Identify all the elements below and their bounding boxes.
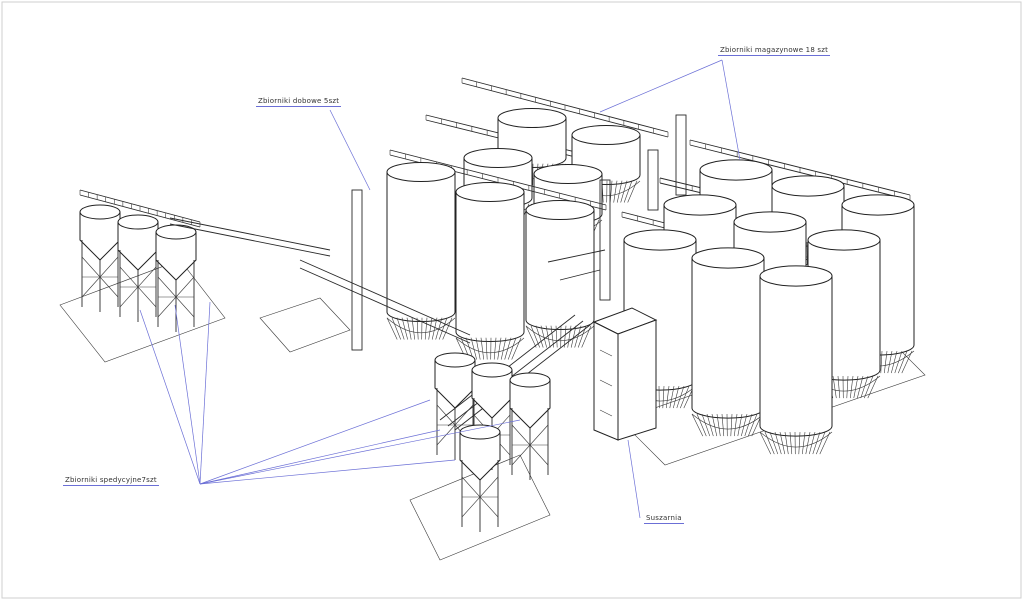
bucket-elevators: [351, 114, 687, 351]
label-dryer: Suszarnia: [644, 514, 684, 524]
storage-silo: [386, 161, 456, 340]
dispatch-silo: [471, 362, 513, 470]
storage-silo: [691, 247, 765, 437]
dryer-tower: [592, 307, 658, 441]
dispatch-silo: [434, 352, 476, 460]
dispatch-silos-front: [434, 352, 551, 532]
conveyor-gallery: [461, 77, 669, 138]
conveyor-left: [169, 217, 331, 257]
conveyor-gallery: [79, 189, 201, 228]
dispatch-silo: [117, 214, 159, 322]
storage-silo: [455, 181, 525, 360]
dispatch-silo: [79, 204, 121, 312]
conveyor-gallery: [689, 139, 911, 201]
dispatch-silo: [509, 372, 551, 480]
storage-silo: [759, 265, 833, 455]
label-storage-silos: Zbiorniki magazynowe 18 szt: [718, 46, 831, 56]
storage-silo: [571, 124, 641, 203]
dispatch-silo: [459, 424, 501, 532]
label-batch-silos: Zbiorniki dobowe 5szt: [256, 97, 342, 107]
leader-lines: [139, 59, 741, 519]
label-dispatch-silos: Zbiorniki spedycyjne7szt: [63, 476, 159, 486]
dispatch-silo: [155, 224, 197, 332]
dispatch-silos-left: [79, 189, 201, 332]
storage-silo-rows: [425, 77, 915, 455]
